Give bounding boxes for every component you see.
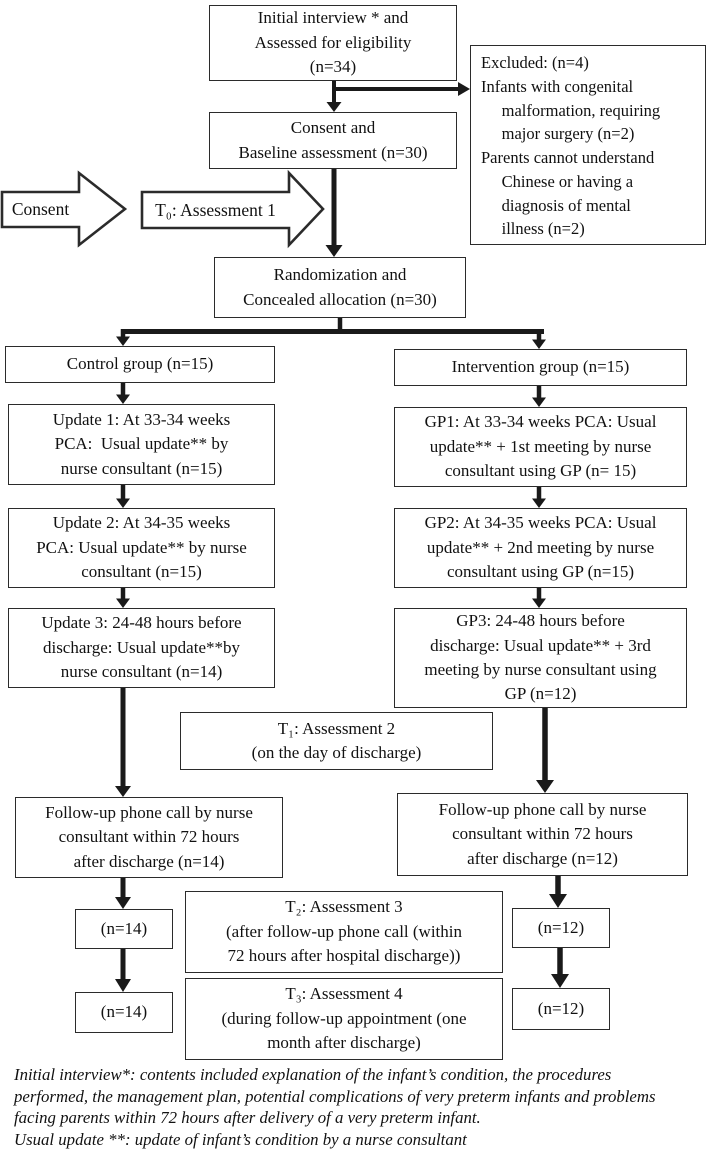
box-update-3: Update 3: 24-48 hours before discharge: …: [8, 608, 275, 688]
box-followup-intervention: Follow-up phone call by nurse consultant…: [397, 793, 688, 876]
box-gp3: GP3: 24-48 hours before discharge: Usual…: [394, 608, 687, 708]
box-n14-after-call: (n=14): [75, 909, 173, 949]
box-n14-final: (n=14): [75, 992, 173, 1033]
consent-block-arrow-label: Consent: [11, 199, 70, 219]
box-intervention-group: Intervention group (n=15): [394, 349, 687, 386]
box-t2-assessment-3: T₂: Assessment 3 (after follow-up phone …: [185, 891, 503, 973]
box-n12-after-call: (n=12): [512, 908, 610, 948]
consent-arrow-shape: [0, 170, 128, 248]
box-update-2: Update 2: At 34-35 weeks PCA: Usual upda…: [8, 508, 275, 588]
t0-block-arrow-label: T₀: Assessment 1: [155, 199, 276, 220]
box-consent-baseline: Consent and Baseline assessment (n=30): [209, 112, 457, 169]
t0-arrow-shape: [140, 169, 325, 249]
footnote-text: Initial interview*: contents included ex…: [14, 1065, 656, 1149]
box-control-group: Control group (n=15): [5, 346, 275, 383]
box-initial-interview: Initial interview * and Assessed for eli…: [209, 5, 457, 81]
box-followup-control: Follow-up phone call by nurse consultant…: [15, 797, 283, 878]
box-gp1: GP1: At 33-34 weeks PCA: Usual update** …: [394, 407, 687, 487]
box-t1-assessment-2: T₁: Assessment 2 (on the day of discharg…: [180, 712, 493, 770]
box-t3-assessment-4: T₃: Assessment 4 (during follow-up appoi…: [185, 978, 503, 1060]
box-excluded: Excluded: (n=4) Infants with congenital …: [470, 45, 706, 245]
box-randomization: Randomization and Concealed allocation (…: [214, 257, 466, 318]
box-n12-final: (n=12): [512, 988, 610, 1030]
box-gp2: GP2: At 34-35 weeks PCA: Usual update** …: [394, 508, 687, 588]
box-update-1: Update 1: At 33-34 weeks PCA: Usual upda…: [8, 404, 275, 485]
